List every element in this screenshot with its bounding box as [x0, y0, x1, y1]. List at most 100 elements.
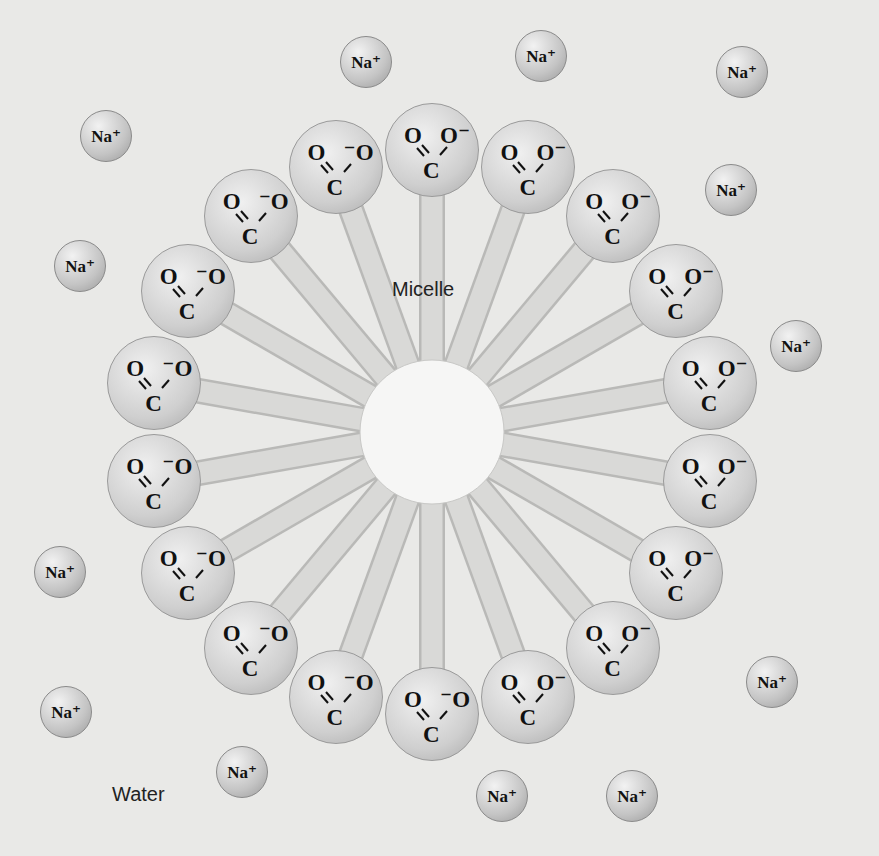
oxygen-atom: O	[126, 455, 144, 478]
bond-lines	[567, 170, 661, 264]
carboxylate-head: OO⁻C	[566, 169, 660, 263]
single-bond	[621, 645, 628, 653]
single-bond	[259, 213, 266, 221]
carbon-atom: C	[667, 582, 684, 605]
carbon-atom: C	[701, 392, 718, 415]
sodium-ion: Na⁺	[716, 46, 768, 98]
oxygen-atom: ⁻O	[196, 265, 226, 288]
double-bond	[178, 286, 185, 294]
double-bond	[700, 476, 707, 484]
sodium-ion: Na⁺	[746, 656, 798, 708]
double-bond	[603, 211, 610, 219]
oxygen-atom: O⁻	[684, 265, 714, 288]
carbon-atom: C	[327, 176, 344, 199]
ion-label: Na⁺	[526, 46, 556, 67]
double-bond	[661, 571, 668, 579]
hydrocarbon-tail	[184, 444, 365, 476]
hydrocarbon-tail	[214, 466, 373, 558]
carbon-atom: C	[519, 176, 536, 199]
single-bond	[162, 380, 169, 388]
double-bond	[695, 381, 702, 389]
oxygen-atom: O	[160, 265, 178, 288]
single-bond	[718, 478, 725, 486]
oxygen-atom: ⁻O	[344, 141, 374, 164]
bond-lines	[386, 668, 480, 762]
double-bond	[695, 479, 702, 487]
carboxylate-head: OO⁻C	[481, 120, 575, 214]
double-bond	[236, 214, 243, 222]
carbon-atom: C	[519, 706, 536, 729]
single-bond	[536, 164, 543, 172]
bond-lines	[108, 435, 202, 529]
micelle-core	[360, 360, 504, 504]
double-bond	[700, 378, 707, 386]
single-bond	[621, 213, 628, 221]
single-bond	[344, 164, 351, 172]
carbon-atom: C	[667, 300, 684, 323]
carbon-atom: C	[604, 657, 621, 680]
bond-lines	[290, 651, 384, 745]
hydrocarbon-tail	[499, 444, 680, 476]
ion-label: Na⁺	[351, 52, 381, 73]
double-bond	[598, 214, 605, 222]
ion-label: Na⁺	[91, 126, 121, 147]
double-bond	[518, 162, 525, 170]
oxygen-atom: O	[308, 671, 326, 694]
double-bond	[173, 571, 180, 579]
oxygen-atom: O	[126, 357, 144, 380]
carbon-atom: C	[701, 490, 718, 513]
ion-label: Na⁺	[51, 702, 81, 723]
carboxylate-head: O⁻OC	[107, 336, 201, 430]
oxygen-atom: O⁻	[718, 455, 748, 478]
single-bond	[536, 694, 543, 702]
oxygen-atom: O⁻	[718, 357, 748, 380]
tail-outline	[214, 466, 373, 558]
carbon-atom: C	[145, 392, 162, 415]
single-bond	[162, 478, 169, 486]
single-bond	[440, 711, 447, 719]
sodium-ion: Na⁺	[515, 30, 567, 82]
sodium-ion: Na⁺	[40, 686, 92, 738]
bond-lines	[142, 527, 236, 621]
oxygen-atom: O	[500, 141, 518, 164]
carbon-atom: C	[327, 706, 344, 729]
bond-lines	[482, 121, 576, 215]
bond-lines	[205, 602, 299, 696]
single-bond	[196, 570, 203, 578]
sodium-ion: Na⁺	[770, 320, 822, 372]
bond-lines	[664, 337, 758, 431]
carboxylate-head: O⁻OC	[204, 601, 298, 695]
carboxylate-head: O⁻OC	[385, 667, 479, 761]
double-bond	[173, 289, 180, 297]
carboxylate-head: OO⁻C	[663, 336, 757, 430]
oxygen-atom: O	[404, 688, 422, 711]
carbon-atom: C	[423, 723, 440, 746]
oxygen-atom: O	[500, 671, 518, 694]
carboxylate-head: OO⁻C	[385, 103, 479, 197]
oxygen-atom: O	[585, 622, 603, 645]
single-bond	[344, 694, 351, 702]
ion-label: Na⁺	[727, 62, 757, 83]
double-bond	[513, 165, 520, 173]
carboxylate-head: O⁻OC	[141, 244, 235, 338]
ion-label: Na⁺	[716, 180, 746, 201]
bond-lines	[482, 651, 576, 745]
ion-label: Na⁺	[227, 762, 257, 783]
double-bond	[417, 148, 424, 156]
oxygen-atom: O	[404, 124, 422, 147]
oxygen-atom: O⁻	[621, 190, 651, 213]
tail-outline	[455, 496, 518, 669]
carboxylate-head: O⁻OC	[107, 434, 201, 528]
tail-outline	[184, 444, 365, 476]
double-bond	[321, 165, 328, 173]
double-bond	[144, 476, 151, 484]
double-bond	[139, 479, 146, 487]
tail-outline	[499, 444, 680, 476]
oxygen-atom: O	[308, 141, 326, 164]
double-bond	[326, 692, 333, 700]
oxygen-atom: O⁻	[536, 671, 566, 694]
oxygen-atom: ⁻O	[162, 455, 192, 478]
double-bond	[666, 286, 673, 294]
single-bond	[718, 380, 725, 388]
double-bond	[326, 162, 333, 170]
